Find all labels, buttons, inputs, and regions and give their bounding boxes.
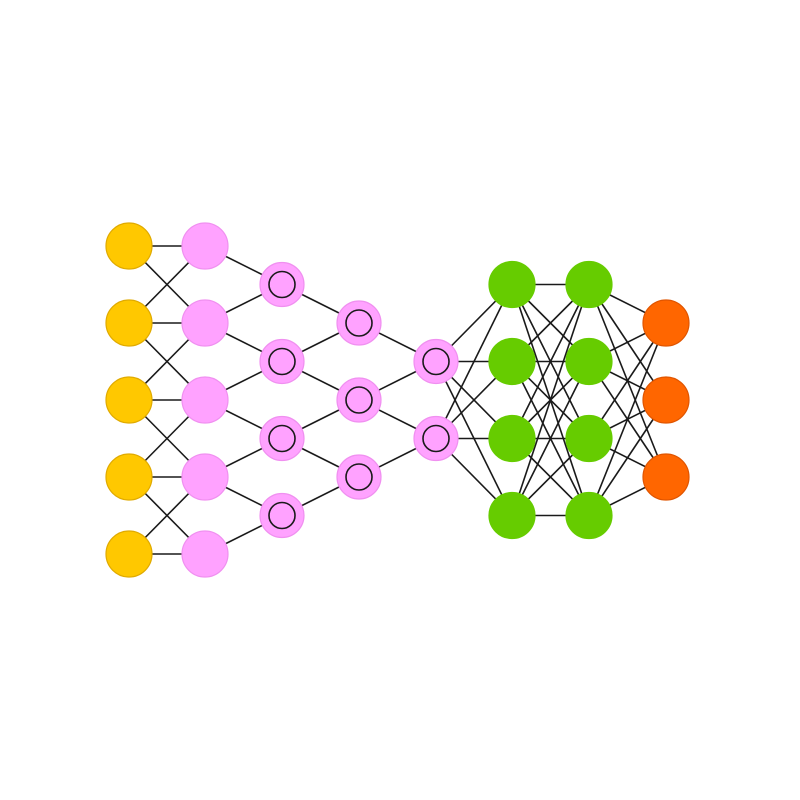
hidden-2-node-inner-ring xyxy=(268,347,296,376)
input-node xyxy=(105,530,153,578)
dense-2-node xyxy=(565,491,613,540)
hidden-2-node-circle xyxy=(259,338,305,385)
hidden-2-node-inner-ring xyxy=(268,501,296,530)
nodes-group xyxy=(105,222,690,578)
dense-2-node-circle xyxy=(565,337,613,386)
input-node xyxy=(105,376,153,424)
hidden-1-node xyxy=(181,299,229,347)
hidden-2-node-circle xyxy=(259,415,305,462)
dense-2-node-circle xyxy=(565,260,613,309)
input-node-circle xyxy=(105,530,153,578)
hidden-3-node-inner-ring xyxy=(345,386,373,414)
hidden-1-node-circle xyxy=(181,222,229,270)
hidden-4-node xyxy=(413,415,459,462)
dense-1-node-circle xyxy=(488,260,536,309)
hidden-1-node xyxy=(181,453,229,501)
dense-1-node-circle xyxy=(488,491,536,540)
hidden-3-node xyxy=(336,454,382,500)
output-node xyxy=(642,376,690,424)
input-node xyxy=(105,453,153,501)
hidden-2-node-inner-ring xyxy=(268,424,296,453)
output-node xyxy=(642,299,690,347)
edge-dense-1-to-dense-2 xyxy=(511,284,590,516)
dense-2-node-circle xyxy=(565,491,613,540)
input-node-circle xyxy=(105,299,153,347)
dense-2-node xyxy=(565,414,613,463)
hidden-2-node-inner-ring xyxy=(268,270,296,299)
hidden-3-node-inner-ring xyxy=(345,309,373,337)
hidden-1-node xyxy=(181,376,229,424)
dense-1-node xyxy=(488,491,536,540)
input-node xyxy=(105,222,153,270)
dense-1-node xyxy=(488,260,536,309)
hidden-2-node-circle xyxy=(259,492,305,539)
hidden-4-node-inner-ring xyxy=(422,347,450,376)
output-node xyxy=(642,453,690,501)
edge-hidden-4-to-dense-1 xyxy=(435,284,513,439)
input-node-circle xyxy=(105,222,153,270)
dense-2-node xyxy=(565,260,613,309)
hidden-1-node-circle xyxy=(181,453,229,501)
hidden-2-node xyxy=(259,261,305,308)
dense-1-node-circle xyxy=(488,414,536,463)
output-node-circle xyxy=(642,453,690,501)
output-node-circle xyxy=(642,376,690,424)
dense-1-node-circle xyxy=(488,337,536,386)
hidden-4-node-inner-ring xyxy=(422,424,450,453)
dense-1-node xyxy=(488,337,536,386)
hidden-3-node-circle xyxy=(336,300,382,346)
edge-dense-2-to-output xyxy=(588,322,667,516)
hidden-1-node-circle xyxy=(181,530,229,578)
hidden-1-node xyxy=(181,530,229,578)
edge-dense-1-to-dense-2 xyxy=(511,284,590,439)
hidden-2-node xyxy=(259,338,305,385)
dense-1-node xyxy=(488,414,536,463)
dense-2-node xyxy=(565,337,613,386)
input-node-circle xyxy=(105,453,153,501)
input-node-circle xyxy=(105,376,153,424)
hidden-4-node-circle xyxy=(413,415,459,462)
dense-2-node-circle xyxy=(565,414,613,463)
hidden-3-node-inner-ring xyxy=(345,463,373,491)
hidden-4-node xyxy=(413,338,459,385)
hidden-4-node-circle xyxy=(413,338,459,385)
hidden-2-node-circle xyxy=(259,261,305,308)
hidden-1-node-circle xyxy=(181,376,229,424)
output-node-circle xyxy=(642,299,690,347)
hidden-2-node xyxy=(259,415,305,462)
hidden-1-node xyxy=(181,222,229,270)
hidden-3-node-circle xyxy=(336,377,382,423)
hidden-3-node xyxy=(336,300,382,346)
edge-dense-1-to-dense-2 xyxy=(511,361,590,516)
hidden-2-node xyxy=(259,492,305,539)
hidden-3-node xyxy=(336,377,382,423)
hidden-1-node-circle xyxy=(181,299,229,347)
hidden-3-node-circle xyxy=(336,454,382,500)
input-node xyxy=(105,299,153,347)
